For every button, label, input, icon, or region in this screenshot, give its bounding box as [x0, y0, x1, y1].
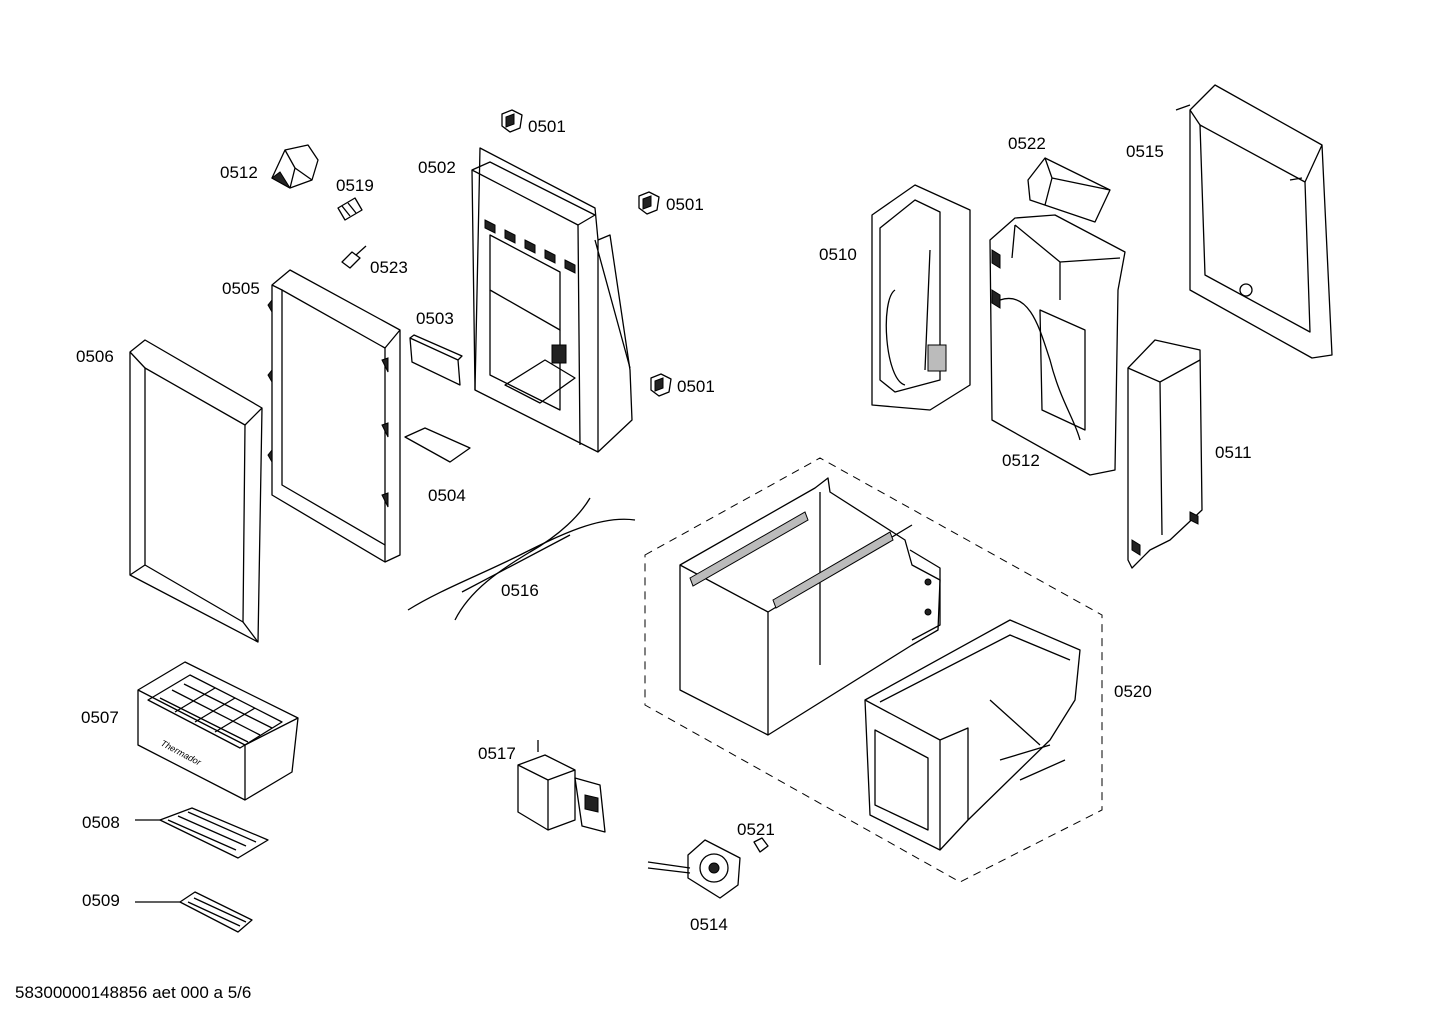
part-0501-clip-c [650, 373, 672, 397]
document-id-footer: 58300000148856 aet 000 a 5/6 [15, 983, 252, 1002]
part-0505-frame [267, 269, 401, 563]
label-0516: 0516 [501, 581, 539, 600]
part-0520-group [644, 457, 1103, 883]
part-0503-plate [409, 334, 463, 386]
part-0507-grille: Thermador [137, 661, 299, 801]
label-0511: 0511 [1215, 443, 1252, 462]
part-0515-frame [1175, 84, 1333, 359]
label-0505: 0505 [222, 279, 260, 298]
label-0514: 0514 [690, 915, 728, 934]
part-0508-tray [135, 807, 269, 859]
part-0517-motor [517, 740, 606, 833]
label-0506: 0506 [76, 347, 114, 366]
label-0512-b: 0512 [1002, 451, 1040, 470]
label-0522: 0522 [1008, 134, 1046, 153]
part-0501-clip-b [638, 191, 660, 215]
label-0519: 0519 [336, 176, 374, 195]
label-0507: 0507 [81, 708, 119, 727]
label-0521: 0521 [737, 820, 775, 839]
part-0502-housing [471, 147, 633, 453]
part-0506-door [129, 339, 263, 643]
label-0502: 0502 [418, 158, 456, 177]
part-0509-piece [135, 891, 253, 933]
part-0501-clip-a [501, 109, 523, 133]
part-0510-panel [871, 184, 971, 411]
label-0515: 0515 [1126, 142, 1164, 161]
part-0519-cylinder [337, 197, 363, 221]
label-0501-b: 0501 [666, 195, 704, 214]
label-0510: 0510 [819, 245, 857, 264]
part-0516-wire [407, 497, 636, 621]
part-0512-icemaker [989, 214, 1126, 476]
label-0520: 0520 [1114, 682, 1152, 701]
label-0501-a: 0501 [528, 117, 566, 136]
part-0523-bulb [341, 245, 367, 269]
label-0509: 0509 [82, 891, 120, 910]
label-0504: 0504 [428, 486, 466, 505]
label-0501-c: 0501 [677, 377, 715, 396]
label-0517: 0517 [478, 744, 516, 763]
part-0504-plate [404, 427, 471, 463]
part-0521-screw [753, 837, 769, 853]
label-0512-a: 0512 [220, 163, 258, 182]
part-0514-fan [647, 839, 741, 899]
label-0503: 0503 [416, 309, 454, 328]
part-0522-cover [1027, 157, 1111, 223]
label-0523: 0523 [370, 258, 408, 277]
label-0508: 0508 [82, 813, 120, 832]
part-0512-knob [271, 144, 319, 189]
part-0511-panel [1127, 339, 1203, 569]
